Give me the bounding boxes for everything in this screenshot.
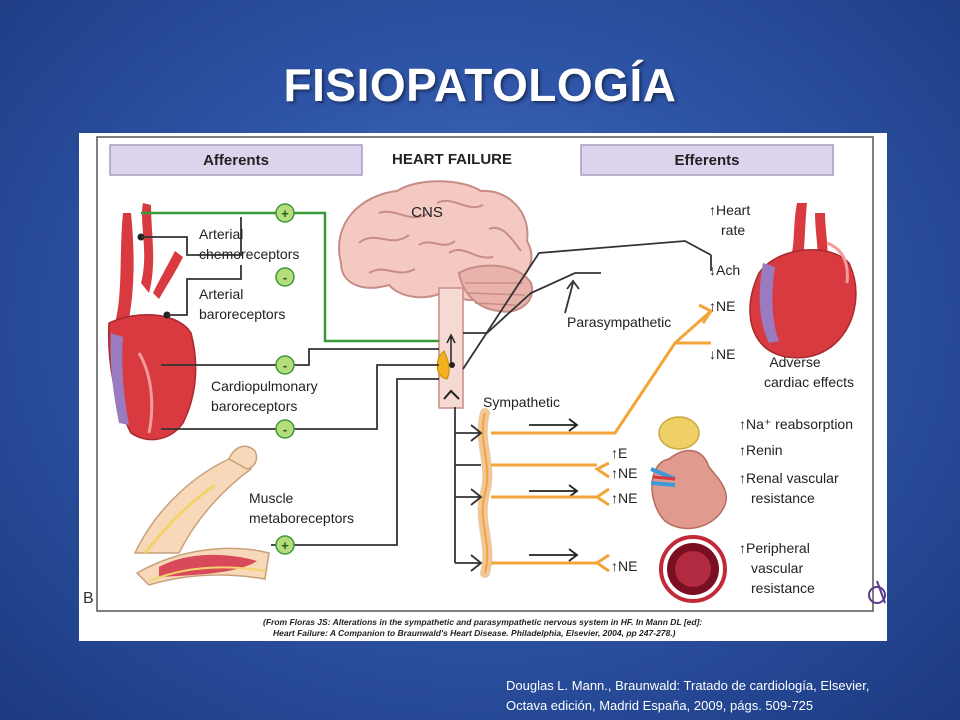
source-line: Heart Failure: A Companion to Braunwald'…	[273, 628, 676, 638]
arm-illustration	[133, 445, 270, 586]
effect-label: ↑NE	[611, 465, 637, 481]
heart-effects: ↑Heart rate ↓Ach ↑NE ↓NE Adverse cardiac…	[709, 202, 854, 390]
effect-label: vascular	[751, 560, 803, 576]
afferents-header: Afferents	[109, 144, 363, 176]
receptor-label: metaboreceptors	[249, 510, 354, 526]
kidney-effects: ↑E ↑NE ↑NE ↑Na⁺ reabsorption ↑Renin ↑Ren…	[611, 416, 853, 506]
effect-label: ↑Na⁺ reabsorption	[739, 416, 853, 432]
corner-logo-icon	[868, 580, 886, 604]
afferents-header-label: Afferents	[203, 152, 269, 169]
chemoreceptor-pathway	[141, 211, 439, 343]
effect-label: ↑Renin	[739, 442, 783, 458]
receptor-label: baroreceptors	[199, 306, 285, 322]
effect-label: ↑NE	[709, 298, 735, 314]
citation: Douglas L. Mann., Braunwald: Tratado de …	[506, 676, 946, 716]
citation-line: Octava edición, Madrid España, 2009, pág…	[506, 698, 814, 713]
effect-label: ↑NE	[611, 490, 637, 506]
effect-label: Adverse	[769, 354, 821, 370]
receptor-sign: -	[283, 358, 287, 373]
sympathetic-efferents	[491, 303, 714, 573]
effect-label: ↑Heart	[709, 202, 750, 218]
flow-arrows	[529, 418, 579, 562]
receptor-signs: + - - - +	[275, 203, 295, 555]
receptor-label: Cardiopulmonary	[211, 378, 318, 394]
receptor-label: Arterial	[199, 226, 243, 242]
sympathetic-chain	[477, 408, 493, 578]
receptor-sign: -	[283, 270, 287, 285]
afferent-pathways	[141, 217, 601, 546]
sympathetic-label: Sympathetic	[483, 394, 560, 410]
heart-illustration-right	[749, 203, 857, 359]
sympathetic-preganglionic	[454, 407, 483, 572]
efferents-header-label: Efferents	[674, 152, 739, 169]
vessel-cross-section	[659, 535, 727, 603]
brain-illustration: CNS	[338, 180, 534, 409]
heart-illustration-left	[107, 203, 197, 441]
parasympathetic-label: Parasympathetic	[567, 314, 671, 330]
slide-title: FISIOPATOLOGÍA	[283, 59, 677, 111]
heart-failure-diagram: Afferents Efferents HEART FAILURE CNS	[79, 133, 887, 641]
diagram-title: HEART FAILURE	[392, 151, 512, 168]
source-line: (From Floras JS: Alterations in the symp…	[263, 617, 702, 627]
effect-label: ↑NE	[611, 558, 637, 574]
receptor-labels: Arterial chemoreceptors Arterial barorec…	[199, 226, 354, 526]
effect-label: rate	[721, 222, 745, 238]
effect-label: ↓Ach	[709, 262, 740, 278]
receptor-sign: +	[281, 538, 289, 553]
parasympathetic-efferent	[462, 240, 712, 370]
cns-label: CNS	[411, 204, 443, 221]
effect-label: resistance	[751, 580, 815, 596]
receptor-label: baroreceptors	[211, 398, 297, 414]
citation-line: Douglas L. Mann., Braunwald: Tratado de …	[506, 678, 870, 693]
effect-label: resistance	[751, 490, 815, 506]
receptor-label: Muscle	[249, 490, 294, 506]
kidney-illustration	[650, 416, 728, 530]
effect-label: cardiac effects	[764, 374, 854, 390]
effect-label: ↑E	[611, 445, 627, 461]
receptor-label: chemoreceptors	[199, 246, 299, 262]
efferents-header: Efferents	[580, 144, 834, 176]
receptor-label: Arterial	[199, 286, 243, 302]
effect-label: ↑Renal vascular	[739, 470, 839, 486]
effect-label: ↑Peripheral	[739, 540, 810, 556]
effect-label: ↓NE	[709, 346, 735, 362]
receptor-sign: -	[283, 422, 287, 437]
vessel-effects: ↑NE ↑Peripheral vascular resistance	[611, 540, 815, 596]
panel-letter: B	[83, 590, 94, 607]
receptor-sign: +	[281, 206, 289, 221]
